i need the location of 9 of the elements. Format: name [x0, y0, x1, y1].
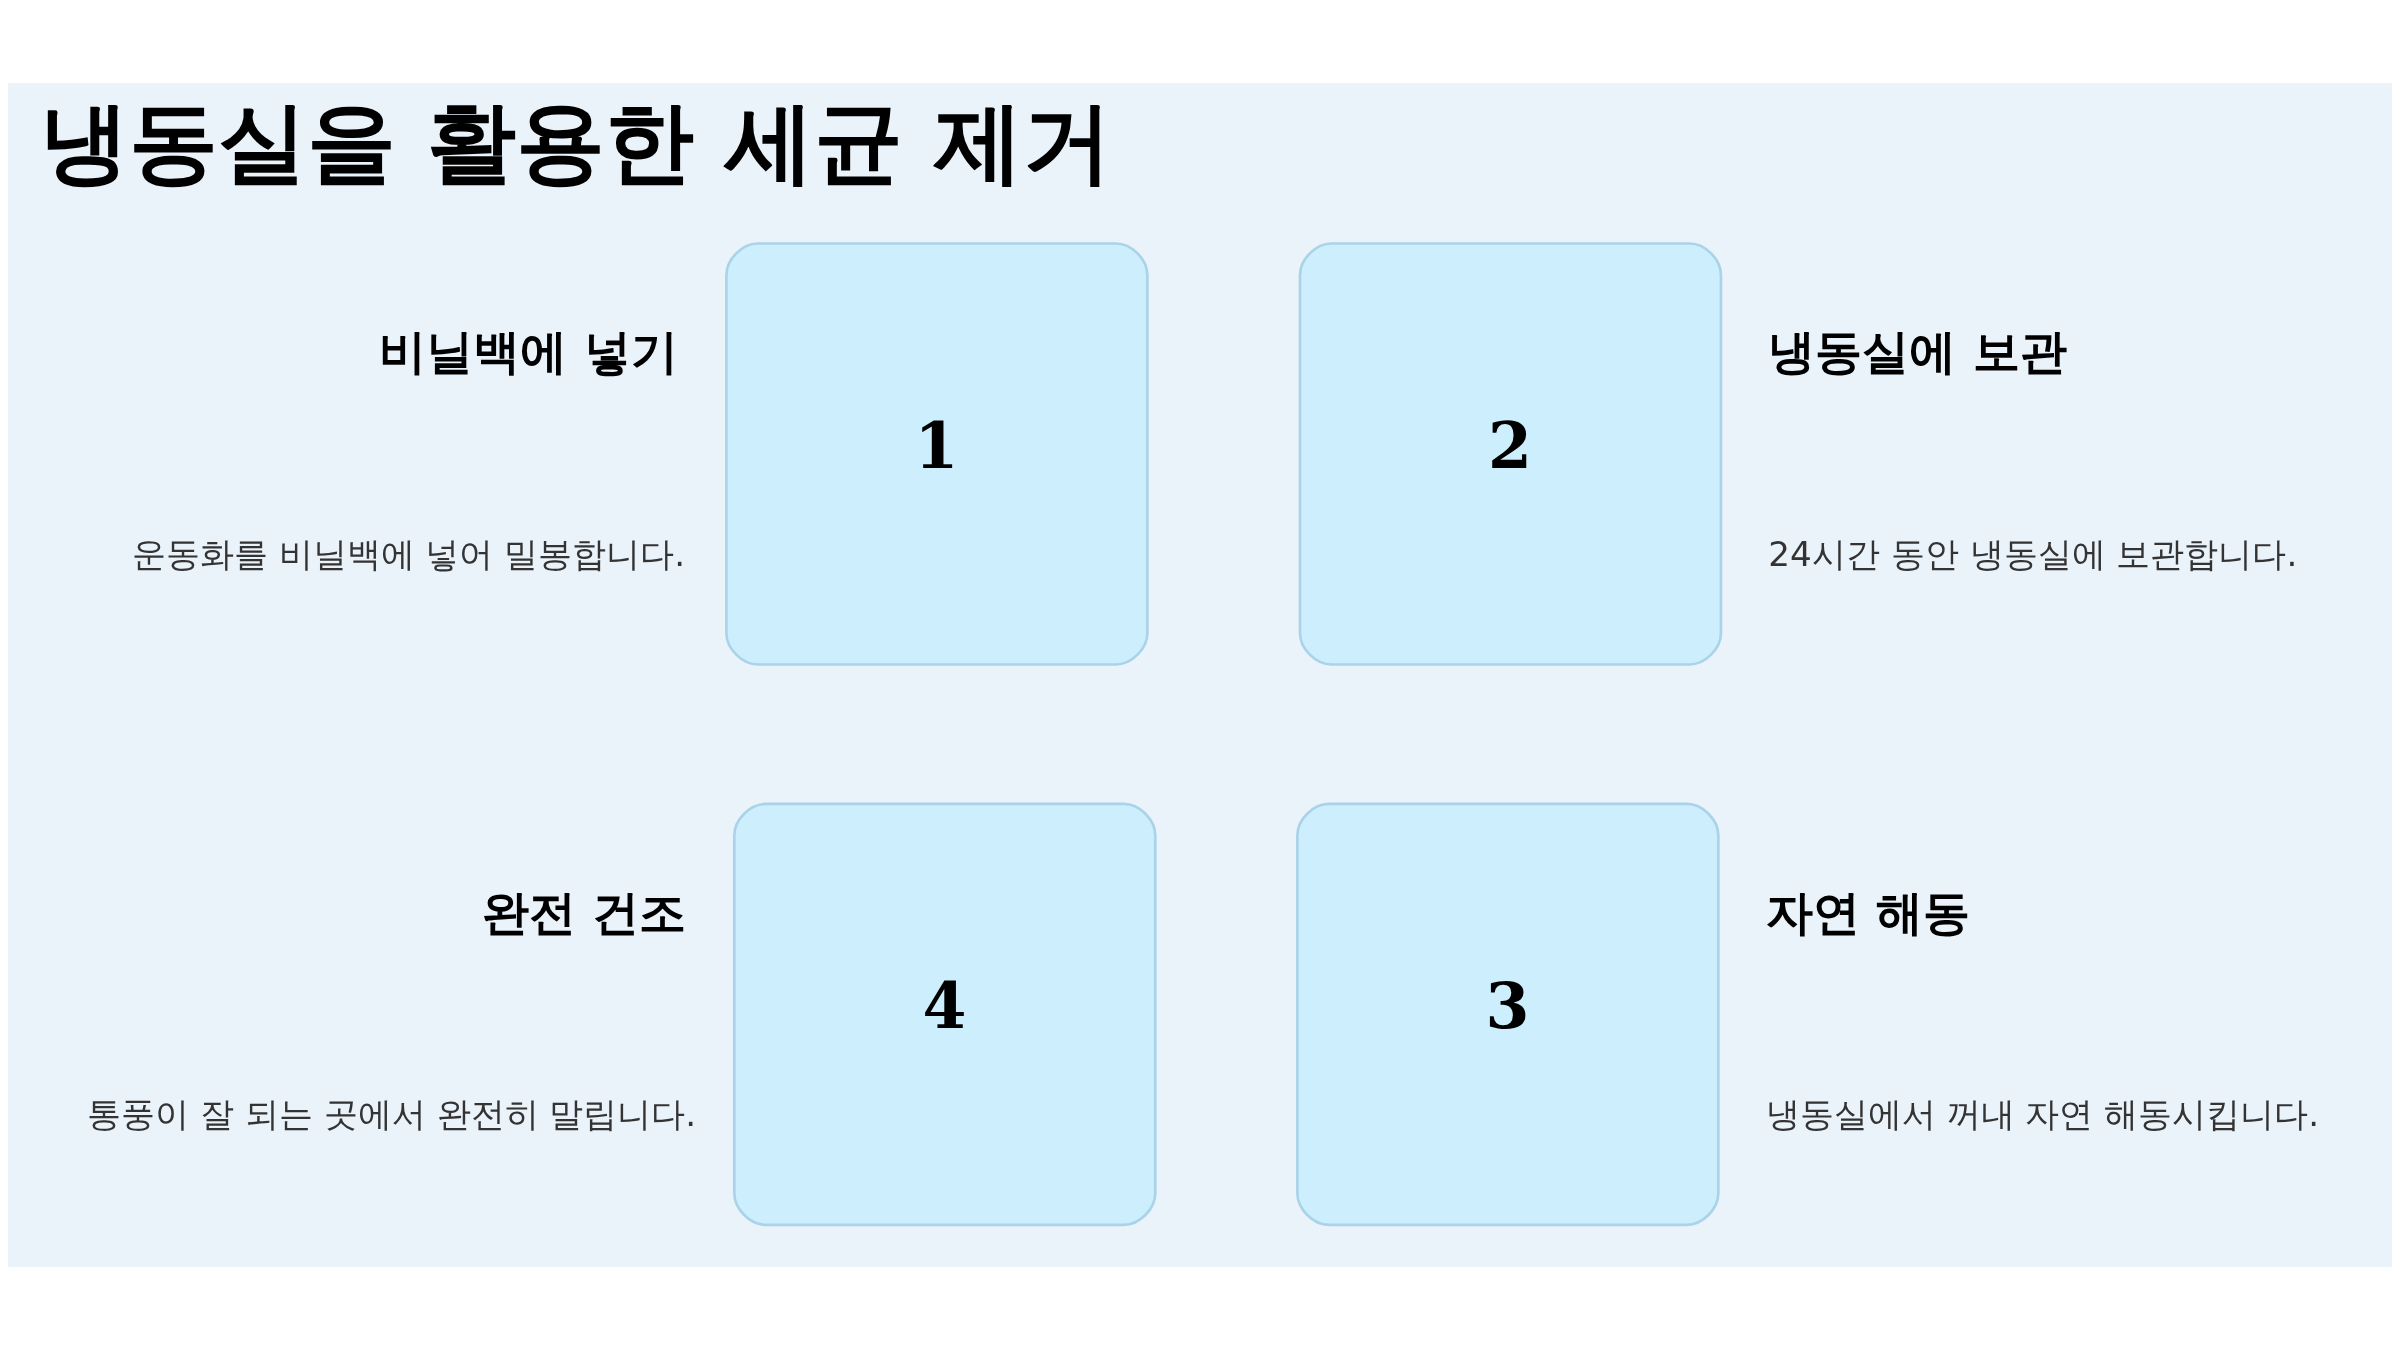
- node-label: 완전 건조: [481, 884, 687, 940]
- node-label: 통풍이 잘 되는 곳에서 완전히 말립니다.: [87, 1093, 697, 1134]
- node-label: 냉동실에서 꺼내 자연 해동시킵니다.: [1765, 1093, 2320, 1134]
- node-label: 냉동실에 보관: [1768, 324, 2067, 380]
- diagram-title: 냉동실을 활용한 세균 제거: [39, 89, 1113, 194]
- node-label: 자연 해동: [1765, 884, 1971, 940]
- node-label: 운동화를 비닐백에 넣어 밀봉합니다.: [131, 533, 686, 574]
- node-label: 24시간 동안 냉동실에 보관합니다.: [1768, 533, 2298, 574]
- node-label: 비닐백에 넣기: [379, 324, 678, 380]
